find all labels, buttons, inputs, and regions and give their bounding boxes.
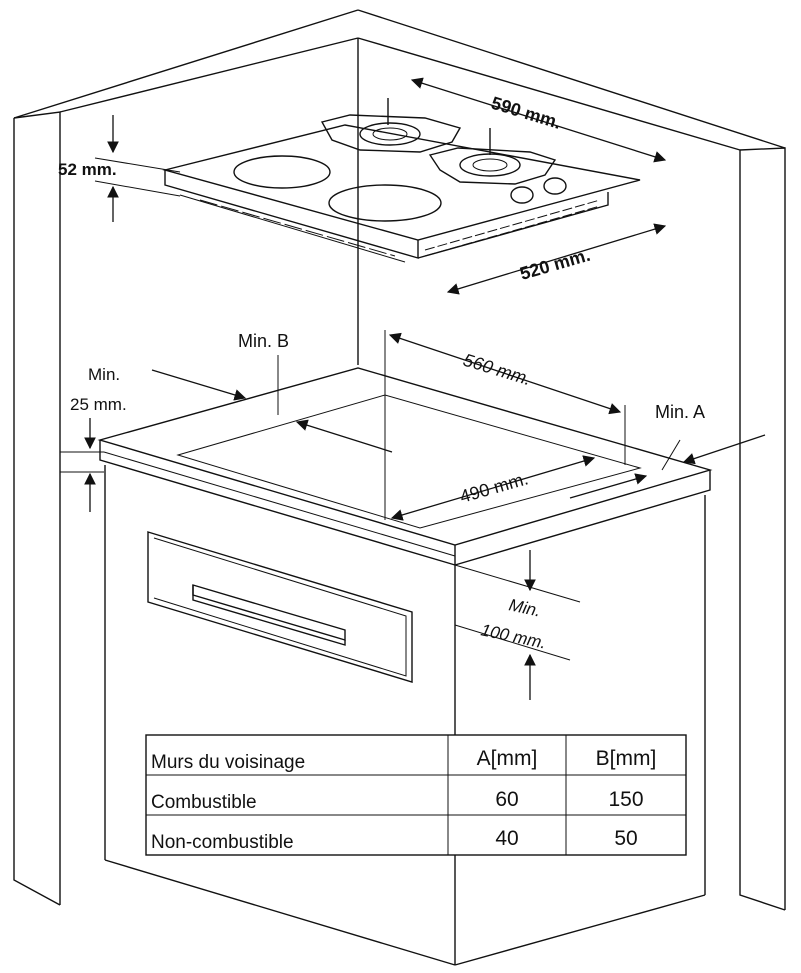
label-min-a: Min. A [655,402,705,422]
dim-min-100 [454,550,581,700]
dim-min-25 [60,369,247,512]
label-590: 590 mm. [489,93,564,133]
table-header-walls: Murs du voisinage [151,752,305,773]
table-row-combustible-b: 150 [608,788,643,811]
dim-min-a [569,434,766,499]
dim-52 [94,115,181,222]
table-row-noncombustible-b: 50 [614,827,637,850]
label-min-100-line1: Min. [507,595,542,620]
dim-min-b [277,355,393,453]
label-52: 52 mm. [58,160,117,179]
left-wall [13,9,359,906]
dim-590 [410,77,667,163]
cooktop-vents [199,199,601,257]
table-row-noncombustible-a: 40 [495,827,518,850]
clearance-table: Murs du voisinage A[mm] B[mm] Combustibl… [145,734,687,856]
drawer [147,531,413,683]
label-min-b: Min. B [238,331,289,351]
cooktop [162,98,641,263]
table-header-a: A[mm] [477,747,538,770]
right-wall [739,147,786,911]
dim-490 [390,455,596,521]
label-min-100-line2: 100 mm. [479,620,548,652]
label-min-25-line1: Min. [88,365,120,384]
table-header-b: B[mm] [596,747,657,770]
dim-520 [446,223,667,295]
countertop [97,367,713,566]
back-wall [357,9,786,365]
table-row-combustible-a: 60 [495,788,518,811]
cabinet-body [104,465,706,966]
label-560: 560 mm. [461,350,534,390]
label-min-25-line2: 25 mm. [70,395,127,414]
dim-560 [384,330,626,520]
table-row-noncombustible-label: Non-combustible [151,832,294,853]
burner-2 [428,128,557,185]
label-520: 520 mm. [518,245,593,284]
cutout [176,394,642,529]
table-row-combustible-label: Combustible [151,792,257,813]
control-knobs [510,177,567,204]
